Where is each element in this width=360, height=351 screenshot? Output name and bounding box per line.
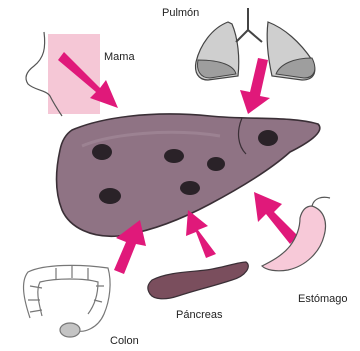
breast-shading <box>48 34 100 114</box>
label-lung: Pulmón <box>162 8 199 19</box>
label-breast: Mama <box>104 52 135 63</box>
metastasis-spot <box>99 188 121 204</box>
pancreas <box>148 262 248 299</box>
label-colon: Colon <box>110 336 139 347</box>
label-pancreas: Páncreas <box>176 310 222 321</box>
pancreas-body <box>148 262 248 299</box>
metastasis-spot <box>164 149 184 163</box>
metastasis-spot <box>180 181 200 195</box>
arrow-pancreas <box>186 210 216 258</box>
label-stomach: Estómago <box>298 294 348 305</box>
colon <box>24 265 111 337</box>
colon-outline-outer <box>24 265 111 331</box>
arrow-stomach <box>254 192 298 244</box>
colon-outline-inner <box>38 279 98 316</box>
metastasis-spot <box>207 157 225 171</box>
arrow-lung <box>240 58 270 114</box>
trachea <box>236 8 262 42</box>
metastasis-spot <box>92 144 112 160</box>
metastasis-spot <box>258 130 278 146</box>
breast <box>26 32 100 116</box>
colon-rectum <box>60 323 80 337</box>
esophagus <box>312 197 330 206</box>
lungs <box>196 8 315 80</box>
